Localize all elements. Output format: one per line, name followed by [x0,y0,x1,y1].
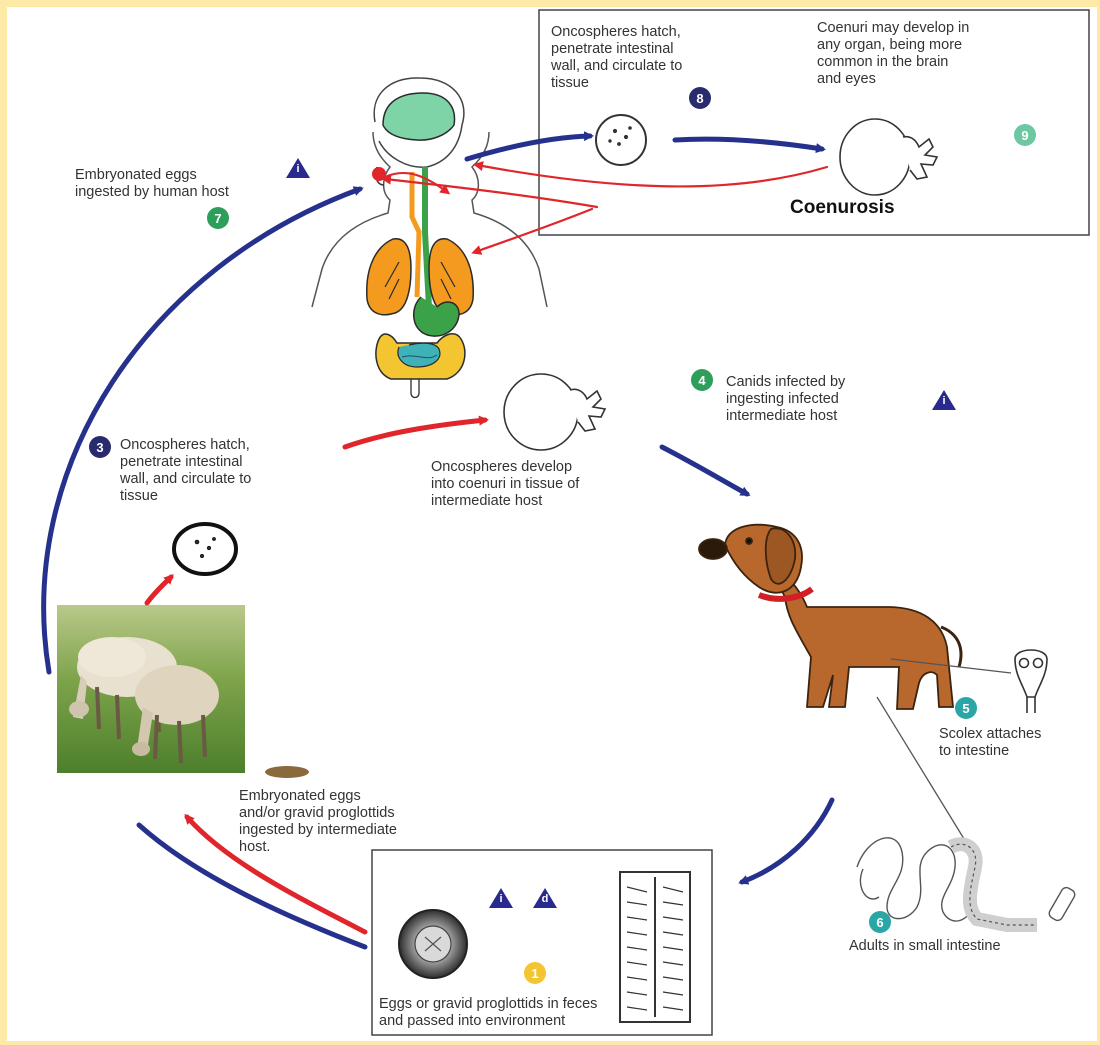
step7-badge: 7 [207,207,229,229]
step7-label: Embryonated eggs ingested by human host [75,167,315,201]
diagram-graphics [7,7,1097,1041]
life-cycle-diagram: Oncospheres hatch, penetrate intestinal … [7,7,1097,1041]
infective-stage-triangle-env: i [488,887,514,909]
coenuri-develop-label: Oncospheres develop into coenuri in tiss… [431,459,661,510]
step1-label: Eggs or gravid proglottids in feces and … [379,996,719,1030]
step6-badge: 6 [869,911,891,933]
human-host-icon [312,78,547,398]
coenurus-cyst-icon-human [840,119,937,195]
oncosphere-icon-human [596,115,646,165]
arrow-sheep-to-human [44,189,360,672]
arrow-sheep-to-oncosphere [147,577,171,603]
step9-label: Coenuri may develop in any organ, being … [817,20,1077,88]
egg-icon [399,910,467,978]
dog-icon [699,525,961,709]
step9-badge: 9 [1014,124,1036,146]
step8-badge: 8 [689,87,711,109]
arrow-cyst-to-brain [477,165,827,186]
step3-badge: 3 [89,436,111,458]
diagnostic-stage-triangle-env: d [532,887,558,909]
step5-label: Scolex attaches to intestine [939,726,1089,760]
coenurus-cyst-icon-intermediate [504,374,605,450]
step8-label: Oncospheres hatch, penetrate intestinal … [551,24,771,92]
infective-stage-triangle-canid: i [931,389,957,411]
arrow-oncosphere-to-coenurus [675,139,822,149]
sheep-photo [57,605,245,773]
feces-icon [265,766,309,778]
arrow-dog-to-feces [742,800,832,882]
adult-worm-icon [857,838,1077,925]
infective-stage-triangle-human: i [285,157,311,179]
step6-label: Adults in small intestine [849,938,1089,955]
scolex-icon [1015,650,1047,713]
step5-badge: 5 [955,697,977,719]
step1-badge: 1 [524,962,546,984]
arrow-cyst-to-eye [385,179,597,207]
arrow-oncosphere-to-coenurus-int [345,420,485,447]
eggs-ingested-label: Embryonated eggs and/or gravid proglotti… [239,788,489,856]
coenurosis-title: Coenurosis [790,197,895,219]
arrow-cyst-to-lungs [475,209,592,252]
step4-label: Canids infected by ingesting infected in… [726,374,946,425]
arrow-coenurus-to-dog [662,447,747,494]
oncosphere-icon-intermediate [174,524,236,574]
step3-label: Oncospheres hatch, penetrate intestinal … [120,437,340,505]
step4-badge: 4 [691,369,713,391]
